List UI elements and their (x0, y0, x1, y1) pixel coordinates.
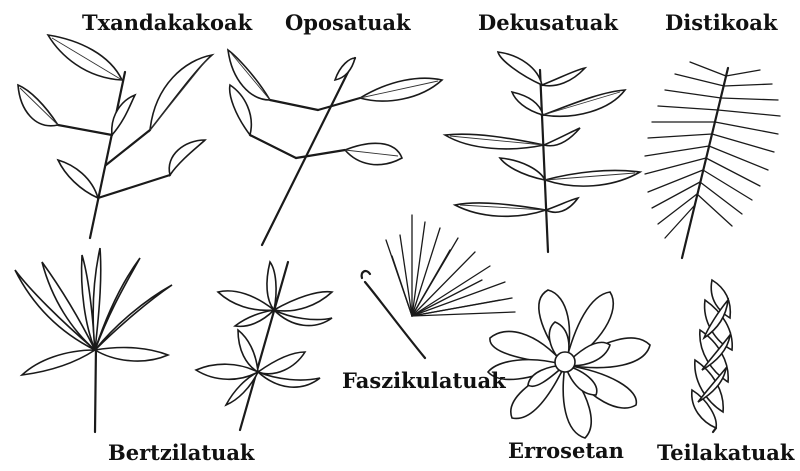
label-rosette: Errosetan (508, 440, 624, 461)
alternate-branch-illustration (18, 35, 212, 238)
compound-whorl-illustration (196, 262, 332, 430)
decussate-branch-illustration (445, 52, 640, 252)
label-distichous: Distikoak (665, 12, 777, 33)
label-opposite: Oposatuak (285, 12, 411, 33)
imbricate-shoot-illustration (692, 280, 732, 432)
opposite-branch-illustration (228, 50, 442, 245)
label-whorled: Bertzilatuak (108, 442, 255, 463)
label-fascicled: Faszikulatuak (342, 370, 506, 391)
distichous-branch-illustration (645, 62, 780, 258)
label-alternate: Txandakakoak (82, 12, 252, 33)
label-imbricate: Teilakatuak (657, 442, 794, 463)
label-decussate: Dekusatuak (478, 12, 618, 33)
whorled-branch-illustration (15, 248, 172, 432)
